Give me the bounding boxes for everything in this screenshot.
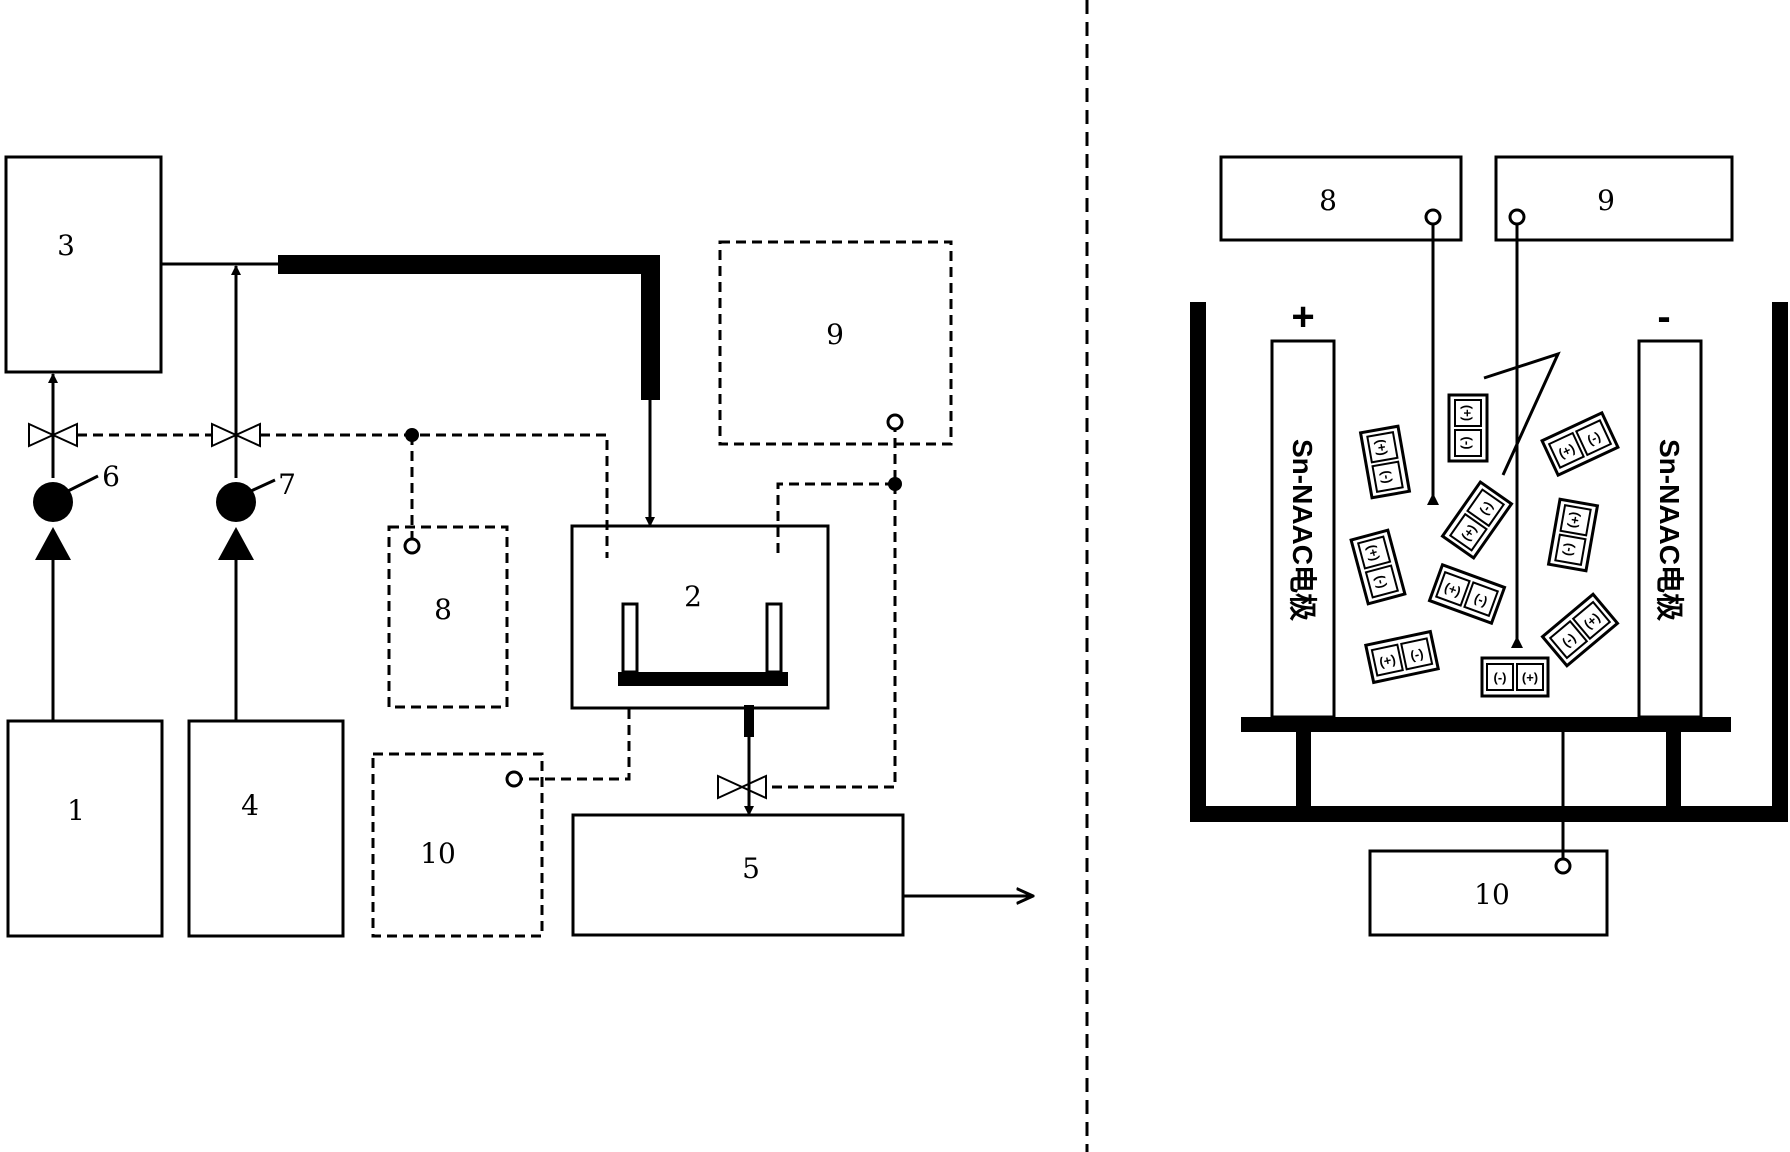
particle-charge-label: (+) — [1460, 405, 1475, 421]
particle: (+) (-) — [1358, 424, 1412, 500]
particle-charge-label: (-) — [1409, 646, 1425, 663]
control-lines — [77, 422, 897, 789]
left-panel: 3 1 4 2 5 9 8 10 — [4, 155, 1033, 938]
svg-text:5: 5 — [742, 852, 760, 885]
box-2-reactor: 2 — [570, 524, 830, 710]
particle-charge-label: (-) — [1472, 590, 1489, 609]
particle-charge-label: (-) — [1372, 573, 1390, 589]
svg-text:3: 3 — [57, 229, 75, 262]
electron-path-line — [1483, 351, 1561, 476]
pump-7-icon: 7 — [216, 468, 296, 560]
outlet-lines — [744, 737, 1033, 896]
probe-9 — [1508, 208, 1526, 648]
particle-charge-label: (-) — [1561, 542, 1578, 557]
particle-charge-label: (-) — [1585, 429, 1603, 448]
svg-text:6: 6 — [102, 460, 120, 493]
particle: (+)(-) — [1440, 479, 1514, 561]
positive-electrode: + Sn-NAAC电极 — [1270, 295, 1336, 719]
particle: (+) (-) — [1447, 393, 1489, 463]
particle-charge-label: (+) — [1556, 441, 1577, 461]
particle-charge-label: (+) — [1364, 543, 1383, 563]
particle-charge-label: (+) — [1443, 580, 1463, 600]
box-9-dashed: 9 — [718, 240, 953, 446]
box-8-dashed: 8 — [387, 525, 509, 709]
particle: (+) (-) — [1363, 629, 1441, 685]
right-box-8: 8 — [1219, 155, 1463, 242]
box-1: 1 — [6, 719, 164, 938]
svg-text:8: 8 — [434, 593, 452, 626]
svg-text:2: 2 — [684, 580, 702, 613]
particle-charge-label: (+) — [1373, 438, 1391, 457]
probe-10 — [1554, 732, 1572, 875]
negative-sign: - — [1657, 295, 1670, 339]
particle: (+) (-) — [1546, 497, 1600, 573]
reactor-electrodes — [618, 602, 788, 737]
particle: (+) (-) — [1540, 410, 1620, 478]
pump-6-icon: 6 — [33, 460, 120, 560]
negative-electrode: - Sn-NAAC电极 — [1637, 295, 1703, 719]
svg-text:Sn-NAAC电极: Sn-NAAC电极 — [1654, 439, 1685, 621]
svg-text:9: 9 — [826, 318, 844, 351]
svg-text:8: 8 — [1319, 184, 1337, 217]
svg-text:4: 4 — [241, 789, 259, 822]
particle: (+) (-) — [1427, 562, 1507, 626]
particle-charge-label: (+) — [1566, 511, 1584, 530]
svg-text:1: 1 — [67, 794, 85, 827]
box-3: 3 — [4, 155, 163, 374]
box-4: 4 — [187, 719, 345, 938]
particle-charge-label: (-) — [1460, 437, 1475, 450]
box-10-dashed: 10 — [371, 752, 544, 938]
probe-8 — [1424, 208, 1442, 505]
particle-charge-label: (-) — [1494, 670, 1507, 685]
feed-pipe — [161, 255, 660, 527]
particle: (+) (-) — [1349, 528, 1407, 606]
particle-group: (+) (-) (+) (-) (+) (-) (+) (-) (+) (-) (+) (-) (+) (… — [1349, 393, 1620, 698]
right-box-9: 9 — [1494, 155, 1734, 242]
right-box-10: 10 — [1368, 849, 1609, 937]
particle-charge-label: (+) — [1378, 652, 1397, 670]
svg-text:7: 7 — [278, 468, 296, 501]
box-5: 5 — [571, 813, 905, 937]
particle: (-)(+) — [1540, 592, 1620, 668]
particle: (-) (+) — [1480, 656, 1550, 698]
particle-charge-label: (-) — [1379, 469, 1396, 484]
valve-outlet-icon — [717, 774, 767, 800]
right-panel: 8 9 10 + Sn-NAAC电极 - Sn-NAAC电极 — [1190, 155, 1788, 937]
electrolytic-vessel — [1190, 302, 1788, 822]
svg-text:10: 10 — [1474, 878, 1510, 911]
svg-text:Sn-NAAC电极: Sn-NAAC电极 — [1287, 439, 1318, 621]
svg-text:9: 9 — [1597, 184, 1615, 217]
positive-sign: + — [1291, 295, 1314, 339]
svg-text:10: 10 — [420, 837, 456, 870]
particle-charge-label: (+) — [1522, 670, 1538, 685]
control-nodes — [403, 413, 904, 788]
